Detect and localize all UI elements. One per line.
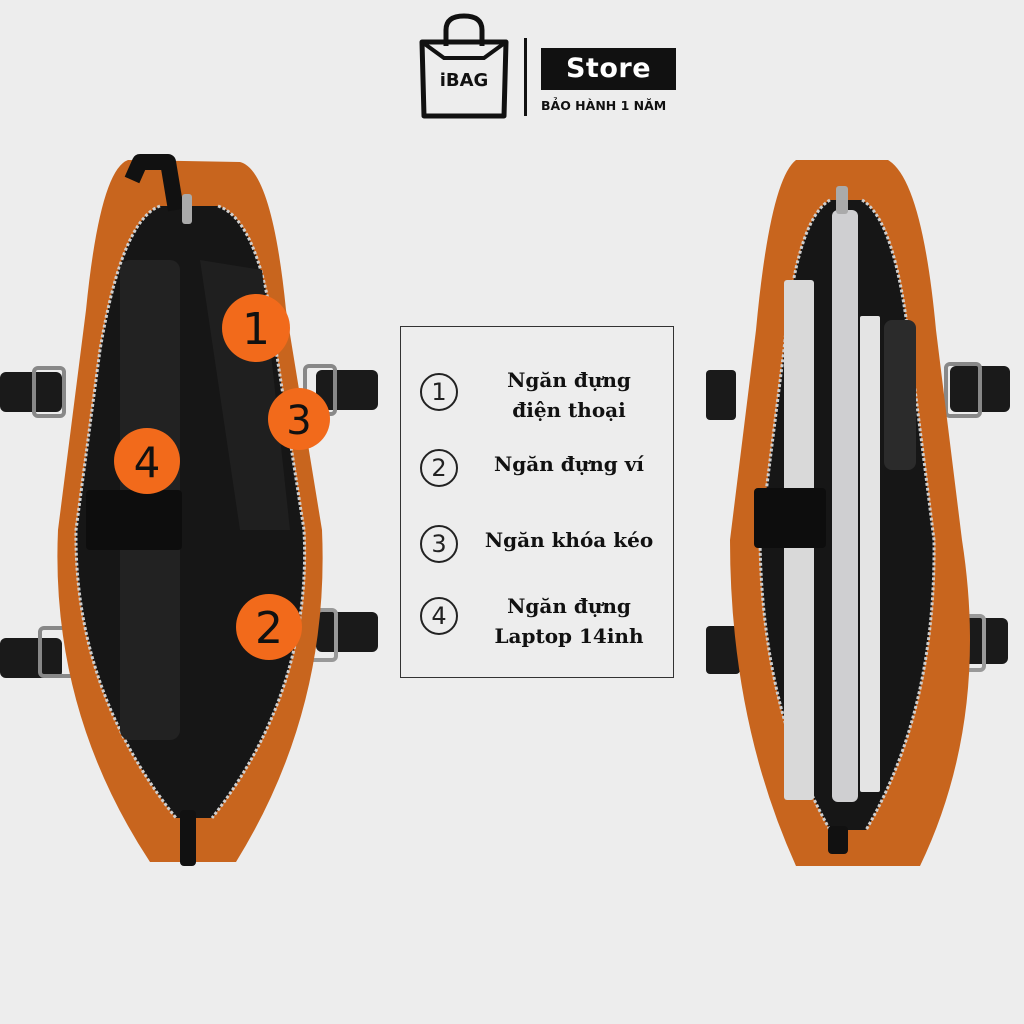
bag-right-image	[706, 160, 1010, 866]
logo-text: iBAG	[440, 70, 489, 91]
logo-divider	[524, 38, 527, 116]
left-bag-straps	[0, 364, 378, 678]
callout-3: 3	[268, 388, 330, 450]
legend-item-2: 2 Ngăn đựng ví	[401, 445, 675, 505]
laptop-item	[832, 210, 858, 802]
legend-label-3: Ngăn khóa kéo	[484, 528, 654, 552]
store-badge: Store	[541, 48, 676, 90]
legend-label-4-line2: Laptop 14inh	[494, 624, 644, 648]
notebook-item	[860, 316, 880, 792]
callout-1-dot	[222, 294, 290, 362]
legend-label-2: Ngăn đựng ví	[494, 452, 644, 476]
legend-number-2: 2	[420, 449, 458, 487]
legend-number-1: 1	[420, 373, 458, 411]
callout-3-number: 3	[286, 398, 311, 444]
warranty-text: BẢO HÀNH 1 NĂM	[541, 98, 667, 113]
callout-1: 1	[222, 294, 290, 362]
callout-1-number: 1	[242, 304, 270, 355]
legend-label-1: Ngăn đựng điện thoại	[469, 365, 669, 425]
callout-4-number: 4	[134, 438, 161, 487]
legend-item-1: 1 Ngăn đựng điện thoại	[401, 365, 675, 425]
callout-2-number: 2	[255, 603, 283, 654]
legend-label-1-line1: Ngăn đựng	[507, 368, 631, 392]
legend-label-4-line1: Ngăn đựng	[507, 594, 631, 618]
callout-2: 2	[236, 594, 302, 660]
legend-item-3: 3 Ngăn khóa kéo	[401, 521, 675, 581]
ibag-logo-icon: iBAG	[419, 13, 509, 119]
legend-item-4: 4 Ngăn đựng Laptop 14inh	[401, 591, 675, 651]
legend-box: 1 Ngăn đựng điện thoại 2 Ngăn đựng ví 3 …	[400, 326, 674, 678]
legend-number-3: 3	[420, 525, 458, 563]
legend-label-1-line2: điện thoại	[512, 398, 626, 422]
bag-left-image	[0, 154, 378, 866]
legend-label-4: Ngăn đựng Laptop 14inh	[469, 591, 669, 651]
legend-number-4: 4	[420, 597, 458, 635]
callout-4: 4	[114, 428, 180, 494]
